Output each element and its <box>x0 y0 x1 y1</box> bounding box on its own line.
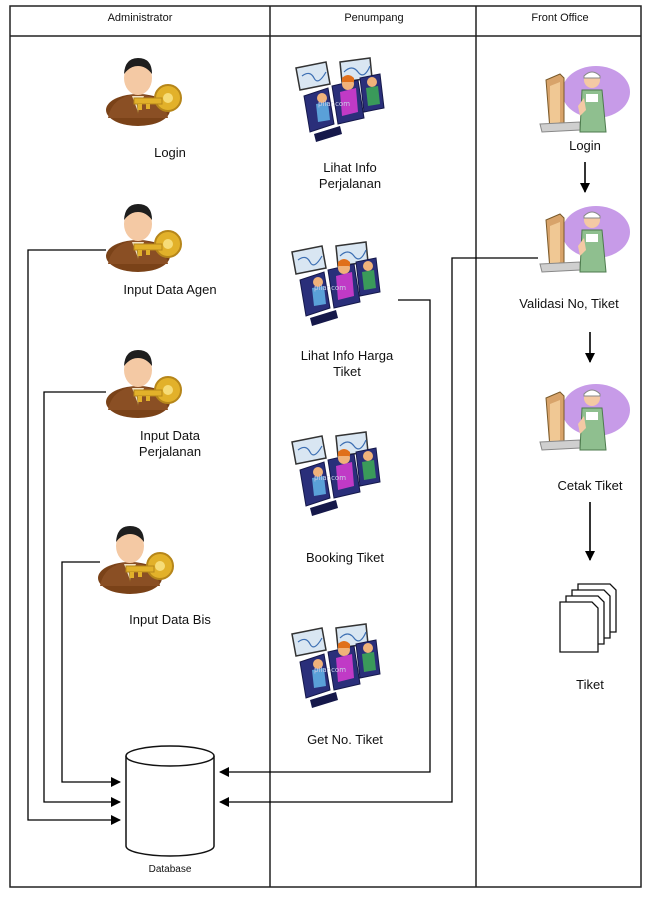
database-label: Database <box>148 864 192 875</box>
fo-validasi-icon <box>539 205 631 273</box>
validasi-no-tiket-label: Validasi No, Tiket <box>519 296 619 311</box>
admin-perjalanan-icon <box>105 349 182 419</box>
input-data-perjalanan-label: Input Data Perjalanan <box>138 428 202 459</box>
passenger-get-no-icon <box>291 623 381 709</box>
tiket-label: Tiket <box>576 677 604 692</box>
fo-login-icon <box>539 65 631 133</box>
admin-agen-icon <box>105 203 182 273</box>
connector-harga-db <box>219 299 431 777</box>
lihat-info-harga-tiket-label: Lihat Info Harga Tiket <box>300 348 394 379</box>
connector-validasi-db <box>219 257 538 807</box>
cetak-tiket-label: Cetak Tiket <box>557 478 623 493</box>
connector-agen-db <box>27 249 121 825</box>
passenger-info-perjalanan-icon <box>295 57 385 143</box>
database-cylinder-icon <box>125 745 215 857</box>
get-no-tiket-label: Get No. Tiket <box>307 732 383 747</box>
lane-header-penumpang: Penumpang <box>344 12 404 24</box>
fo-login-label: Login <box>569 138 601 153</box>
swimlane-frame <box>9 5 642 888</box>
connector-perjalanan-db <box>43 391 121 807</box>
input-data-bis-label: Input Data Bis <box>129 612 211 627</box>
lane-header-front-office: Front Office <box>531 12 589 24</box>
booking-tiket-label: Booking Tiket <box>305 550 385 565</box>
admin-login-icon <box>105 57 182 127</box>
passenger-booking-icon <box>291 431 381 517</box>
connector-bis-db <box>61 561 121 787</box>
lihat-info-perjalanan-label: Lihat Info Perjalanan <box>318 160 382 191</box>
input-data-agen-label: Input Data Agen <box>123 282 217 297</box>
document-stack-icon <box>559 583 617 653</box>
passenger-info-harga-icon <box>291 241 381 327</box>
admin-login-label: Login <box>154 145 186 160</box>
fo-cetak-icon <box>539 383 631 451</box>
lane-header-administrator: Administrator <box>107 12 173 24</box>
admin-bis-icon <box>97 525 174 595</box>
